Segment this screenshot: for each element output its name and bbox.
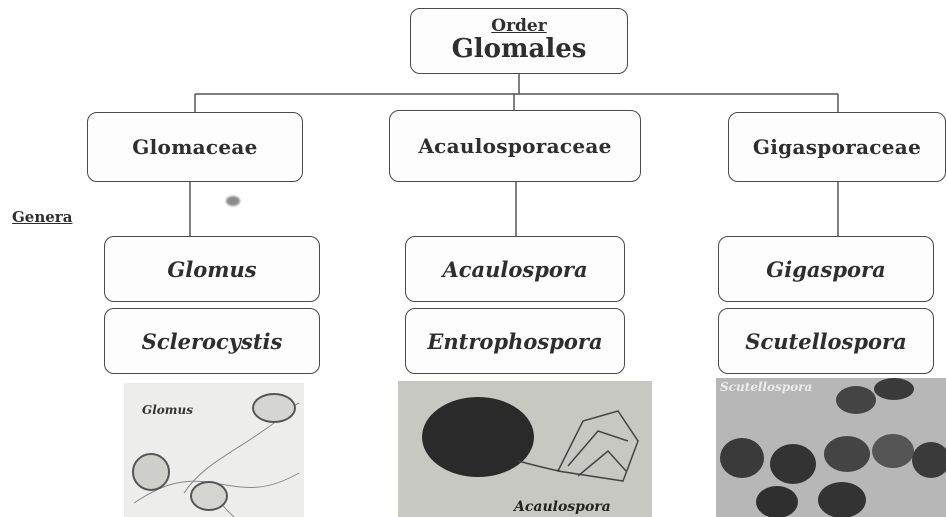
genus-box-entrophospora: Entrophospora	[405, 308, 625, 374]
spore-ball	[836, 386, 876, 414]
smudge-mark	[226, 196, 240, 206]
spore-ball	[912, 442, 946, 478]
spore-ball	[720, 438, 764, 478]
spore-ball	[818, 482, 866, 517]
glomus-photo-label: Glomus	[142, 403, 193, 417]
family-box-gigasporaceae: Gigasporaceae	[728, 112, 946, 182]
spore-ring	[190, 481, 228, 511]
genus-box-gigaspora: Gigaspora	[718, 236, 934, 302]
spore-ball	[756, 486, 798, 517]
spore-ball	[872, 434, 914, 468]
scutellospora-photo-label: Scutellospora	[720, 380, 812, 394]
spore-ball	[874, 378, 914, 400]
spore-ball	[770, 444, 816, 484]
genus-box-acaulospora: Acaulospora	[405, 236, 625, 302]
scutellospora-spore-photo: Scutellospora	[716, 378, 946, 517]
family-box-glomaceae: Glomaceae	[87, 112, 303, 182]
acaulospora-photo-label: Acaulospora	[514, 499, 611, 515]
genus-box-glomus: Glomus	[104, 236, 320, 302]
spore-ring	[252, 393, 296, 423]
spore-ball	[824, 436, 870, 472]
family-box-acaulosporaceae: Acaulosporaceae	[389, 110, 641, 182]
sporiferous-saccule-drawing	[398, 381, 652, 517]
spore-ring	[132, 453, 170, 491]
genus-box-sclerocystis: Sclerocystis	[104, 308, 320, 374]
genera-label: Genera	[12, 208, 72, 226]
order-box: Order Glomales	[410, 8, 628, 74]
acaulospora-spore-photo: Acaulospora	[398, 381, 652, 517]
genus-box-scutellospora: Scutellospora	[718, 308, 934, 374]
order-name: Glomales	[452, 36, 587, 63]
glomus-spore-photo: Glomus	[124, 383, 304, 517]
